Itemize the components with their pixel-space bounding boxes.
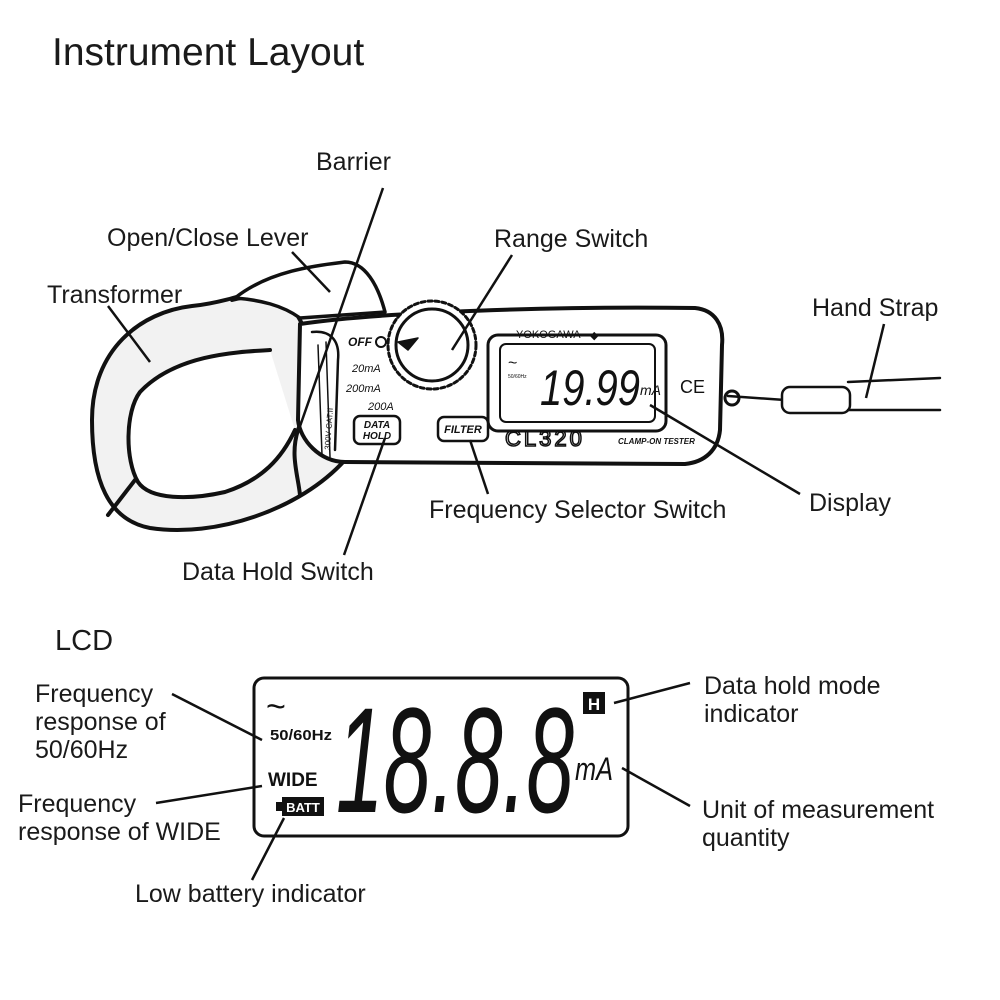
device-display-unit: mA [640, 382, 661, 398]
side-print: 300V CAT.II [323, 408, 335, 451]
device-brand: YOKOGAWA [516, 329, 581, 341]
label-range-switch: Range Switch [494, 225, 649, 253]
lcd-hold-box [583, 692, 605, 714]
leader-frequency-selector [468, 439, 490, 495]
leader-display [649, 403, 801, 496]
range-200a-label: 200A [367, 401, 394, 413]
device-display-freq: 50/60Hz [508, 374, 527, 380]
hand-strap-clip [780, 385, 852, 415]
lcd-digits: 18.8.8 [336, 676, 574, 844]
brand-diamond-icon: ◆ [590, 330, 599, 342]
leader-transformer [107, 305, 151, 363]
label-unit-line1: Unit of measurement [702, 796, 935, 824]
hand-strap [846, 376, 942, 412]
label-display: Display [809, 489, 891, 517]
label-freq-wide-line1: Frequency [18, 790, 137, 818]
label-low-battery: Low battery indicator [135, 880, 366, 908]
leader-lcd-hold [613, 681, 691, 705]
lcd-section-title: LCD [55, 625, 114, 657]
ce-mark: CE [680, 377, 705, 397]
label-freq-5060-line3: 50/60Hz [35, 736, 129, 764]
page-title: Instrument Layout [52, 31, 365, 74]
data-hold-label-2: HOLD [363, 431, 391, 442]
label-freq-wide-line2: response of WIDE [18, 818, 221, 846]
range-switch-dial [386, 299, 478, 391]
lcd-ac-icon: ~ [266, 688, 286, 726]
lcd-batt: BATT [286, 800, 320, 815]
range-off-label: OFF [348, 335, 373, 349]
label-data-hold-line1: Data hold mode [704, 672, 881, 700]
lcd-unit: mA [575, 751, 613, 787]
lcd-panel [252, 676, 630, 838]
open-close-lever [233, 260, 387, 320]
lcd-wide: WIDE [268, 770, 318, 791]
label-frequency-selector-switch: Frequency Selector Switch [429, 496, 727, 524]
hand-strap-cord [726, 394, 787, 402]
data-hold-label-1: DATA [364, 420, 390, 431]
range-200ma-label: 200mA [345, 383, 381, 395]
lcd-batt-box [282, 797, 324, 816]
label-data-hold-line2: indicator [704, 700, 799, 728]
device-display-ac-icon: ~ [508, 355, 517, 372]
label-freq-5060-line1: Frequency [35, 680, 154, 708]
label-data-hold-switch: Data Hold Switch [182, 558, 374, 586]
leader-lcd-5060 [171, 692, 263, 742]
device-model-subtitle: CLAMP-ON TESTER [618, 437, 695, 446]
lcd-hold-symbol: H [588, 695, 600, 714]
leader-open-close-lever [291, 251, 331, 293]
label-unit-line2: quantity [702, 824, 790, 852]
filter-button [436, 415, 490, 443]
device-display-reading: 19.99 [540, 360, 640, 416]
range-20ma-label: 20mA [351, 363, 381, 375]
label-barrier: Barrier [316, 148, 392, 176]
leader-lcd-unit [621, 766, 691, 808]
lcd-freq-5060: 50/60Hz [270, 727, 332, 744]
label-open-close-lever: Open/Close Lever [107, 224, 309, 252]
leader-lcd-wide [155, 784, 263, 805]
leader-barrier [296, 187, 385, 433]
label-freq-5060-line2: response of [35, 708, 166, 736]
leader-range-switch [450, 254, 514, 351]
label-transformer: Transformer [47, 281, 183, 309]
leader-hand-strap [864, 323, 886, 399]
leader-data-hold [342, 437, 387, 556]
leader-lcd-batt [250, 817, 286, 881]
device-model: CL320 [505, 426, 585, 451]
data-hold-button [352, 414, 402, 446]
label-hand-strap: Hand Strap [812, 294, 939, 322]
filter-button-label: FILTER [444, 424, 482, 436]
